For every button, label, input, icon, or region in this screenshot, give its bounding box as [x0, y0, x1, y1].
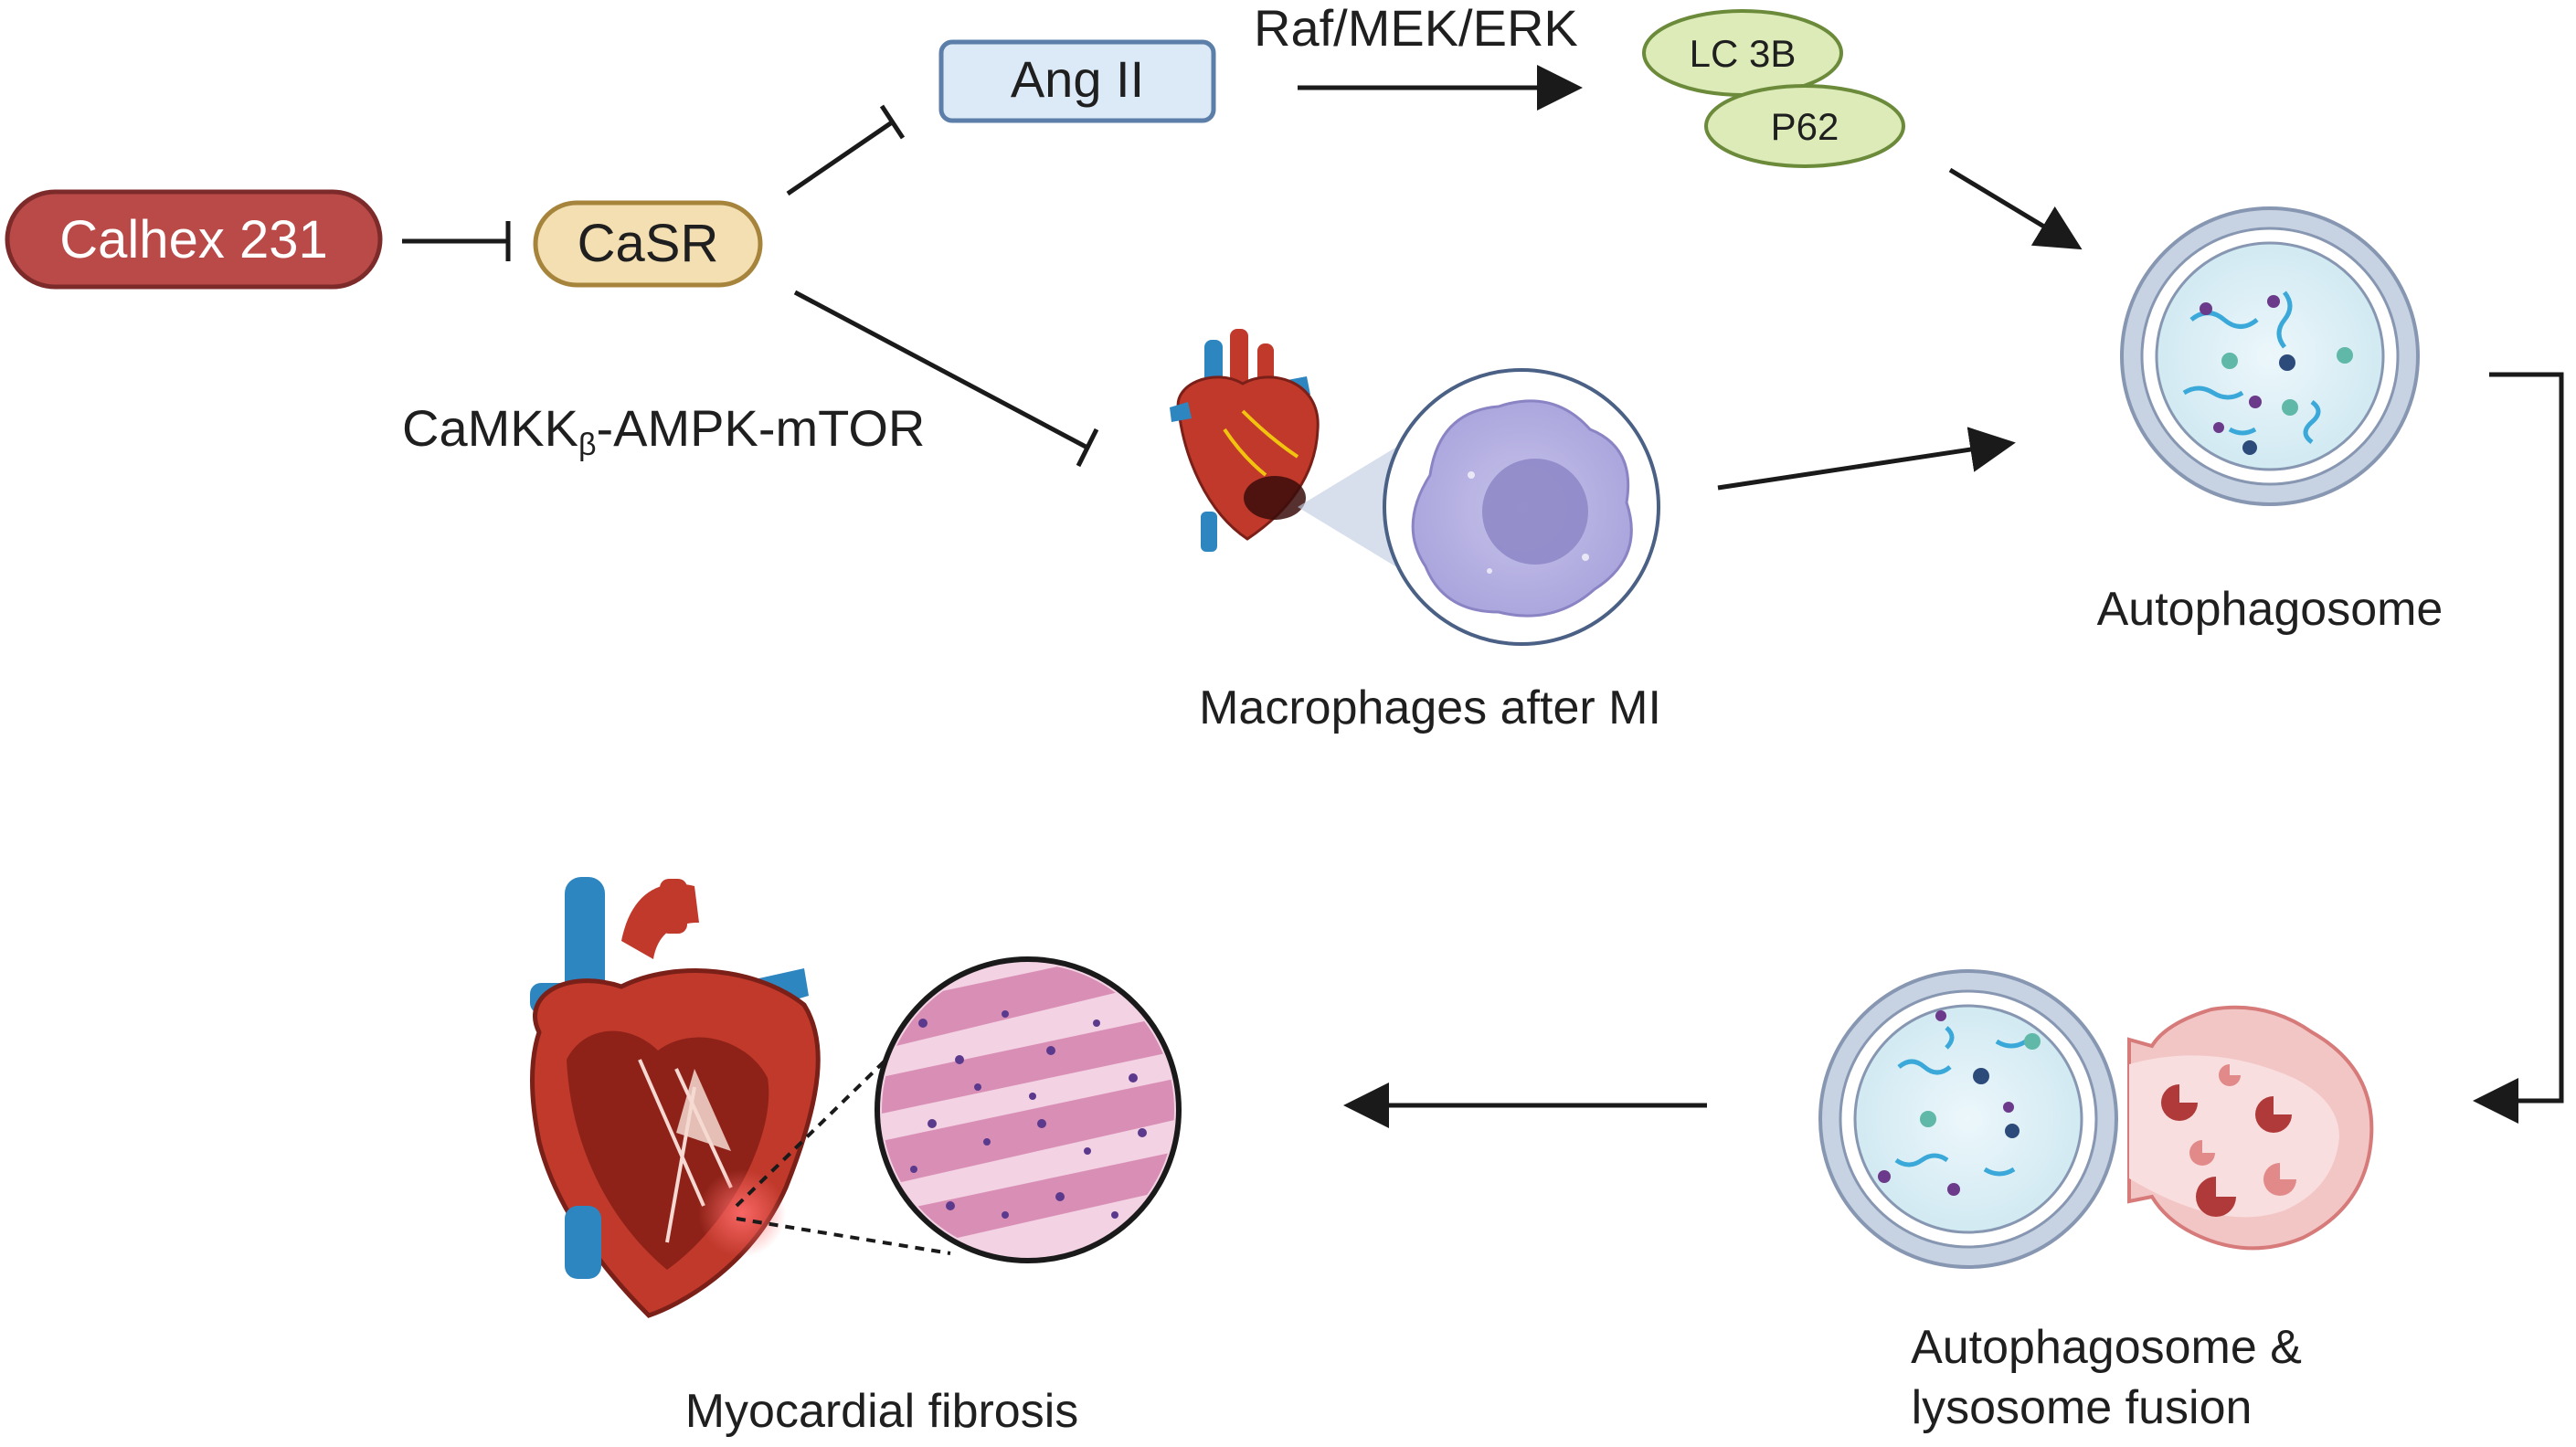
raf-mek-erk-label: Raf/MEK/ERK	[1254, 0, 1578, 57]
autophagosome-caption: Autophagosome	[2097, 583, 2443, 636]
zoom-line-top	[735, 1040, 906, 1208]
lc3b-node: LC 3B	[1642, 9, 1843, 97]
fusion-icon	[1818, 969, 2374, 1269]
zoom-line-bottom	[736, 1217, 951, 1255]
calhex-231-node: Calhex 231	[5, 189, 383, 290]
edge-casr-inhibits-angii	[786, 104, 906, 196]
heart-cross-section-icon	[530, 877, 821, 1318]
lc3b-label: LC 3B	[1690, 32, 1797, 75]
macrophages-caption: Macrophages after MI	[1199, 681, 1661, 734]
edge-calhex-inhibits-casr	[402, 221, 511, 261]
edge-macrophages-to-autophagosome	[1717, 427, 2016, 491]
heart-icon	[1170, 329, 1320, 552]
fusion-caption-line1: Autophagosome &	[1911, 1321, 2302, 1374]
fibrosis-tissue-icon	[875, 956, 1182, 1263]
calhex-label: Calhex 231	[59, 210, 327, 269]
camkk-ampk-mtor-label: CaMKKβ-AMPK-mTOR	[402, 399, 925, 462]
edge-casr-inhibits-macrophages	[793, 290, 1099, 468]
p62-label: P62	[1771, 105, 1839, 148]
autophagosome-icon	[2120, 206, 2420, 506]
casr-node: CaSR	[533, 200, 763, 288]
casr-label: CaSR	[578, 214, 719, 273]
p62-node: P62	[1704, 84, 1905, 168]
ang-ii-node: Ang II	[938, 39, 1216, 123]
fusion-caption-line2: lysosome fusion	[1912, 1381, 2253, 1434]
fibrosis-caption: Myocardial fibrosis	[685, 1385, 1079, 1438]
edge-lc3b-to-autophagosome	[1948, 167, 2083, 250]
macrophage-cell-icon	[1383, 368, 1660, 646]
edge-autophagosome-to-fusion	[2473, 372, 2564, 1124]
ang-ii-label: Ang II	[1011, 50, 1144, 108]
